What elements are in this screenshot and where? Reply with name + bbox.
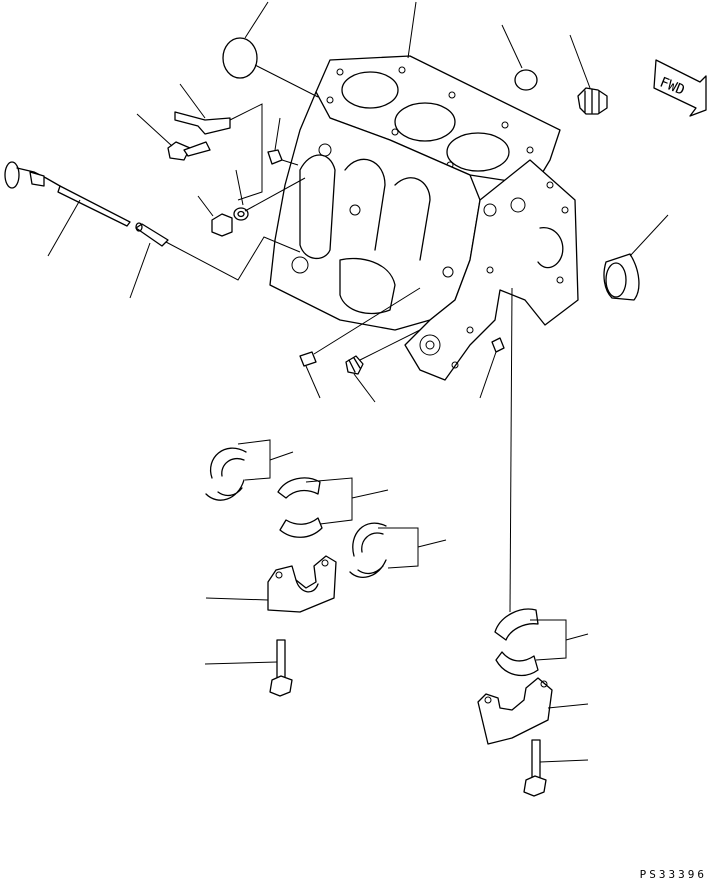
expansion-plug-small (501, 24, 538, 91)
crankshaft-oil-seal (603, 214, 669, 301)
main-bearing-cap (205, 555, 337, 613)
oil-dipstick (4, 161, 131, 257)
bracket-plate (174, 83, 263, 201)
bracket-bolt (136, 113, 211, 161)
expansion-plug-large (222, 1, 319, 98)
plug-bottom-left (299, 287, 421, 399)
main-bearing-shell-set-2 (494, 608, 589, 677)
leader-top-center (407, 1, 417, 59)
plug-bottom-center (345, 329, 421, 403)
plug-screw-small (267, 117, 299, 166)
drain-plug-with-gasket (197, 169, 306, 237)
plug-bottom-right (479, 337, 505, 399)
forward-direction-arrow: FWD (653, 59, 707, 117)
rear-bearing-cap-bolt (523, 739, 589, 797)
breather-plug (569, 34, 608, 115)
dipstick-guide-tube (129, 222, 301, 299)
cylinder-block (269, 55, 579, 381)
thrust-washer-set-1 (205, 439, 294, 501)
leader-long-vertical (509, 287, 513, 613)
thrust-washer-set-2 (349, 522, 447, 578)
main-bearing-cap-bolt (204, 639, 293, 697)
drawing-code: PS33396 (639, 868, 707, 881)
main-bearing-shell-set-1 (277, 477, 389, 538)
rear-bearing-cap (477, 677, 589, 745)
